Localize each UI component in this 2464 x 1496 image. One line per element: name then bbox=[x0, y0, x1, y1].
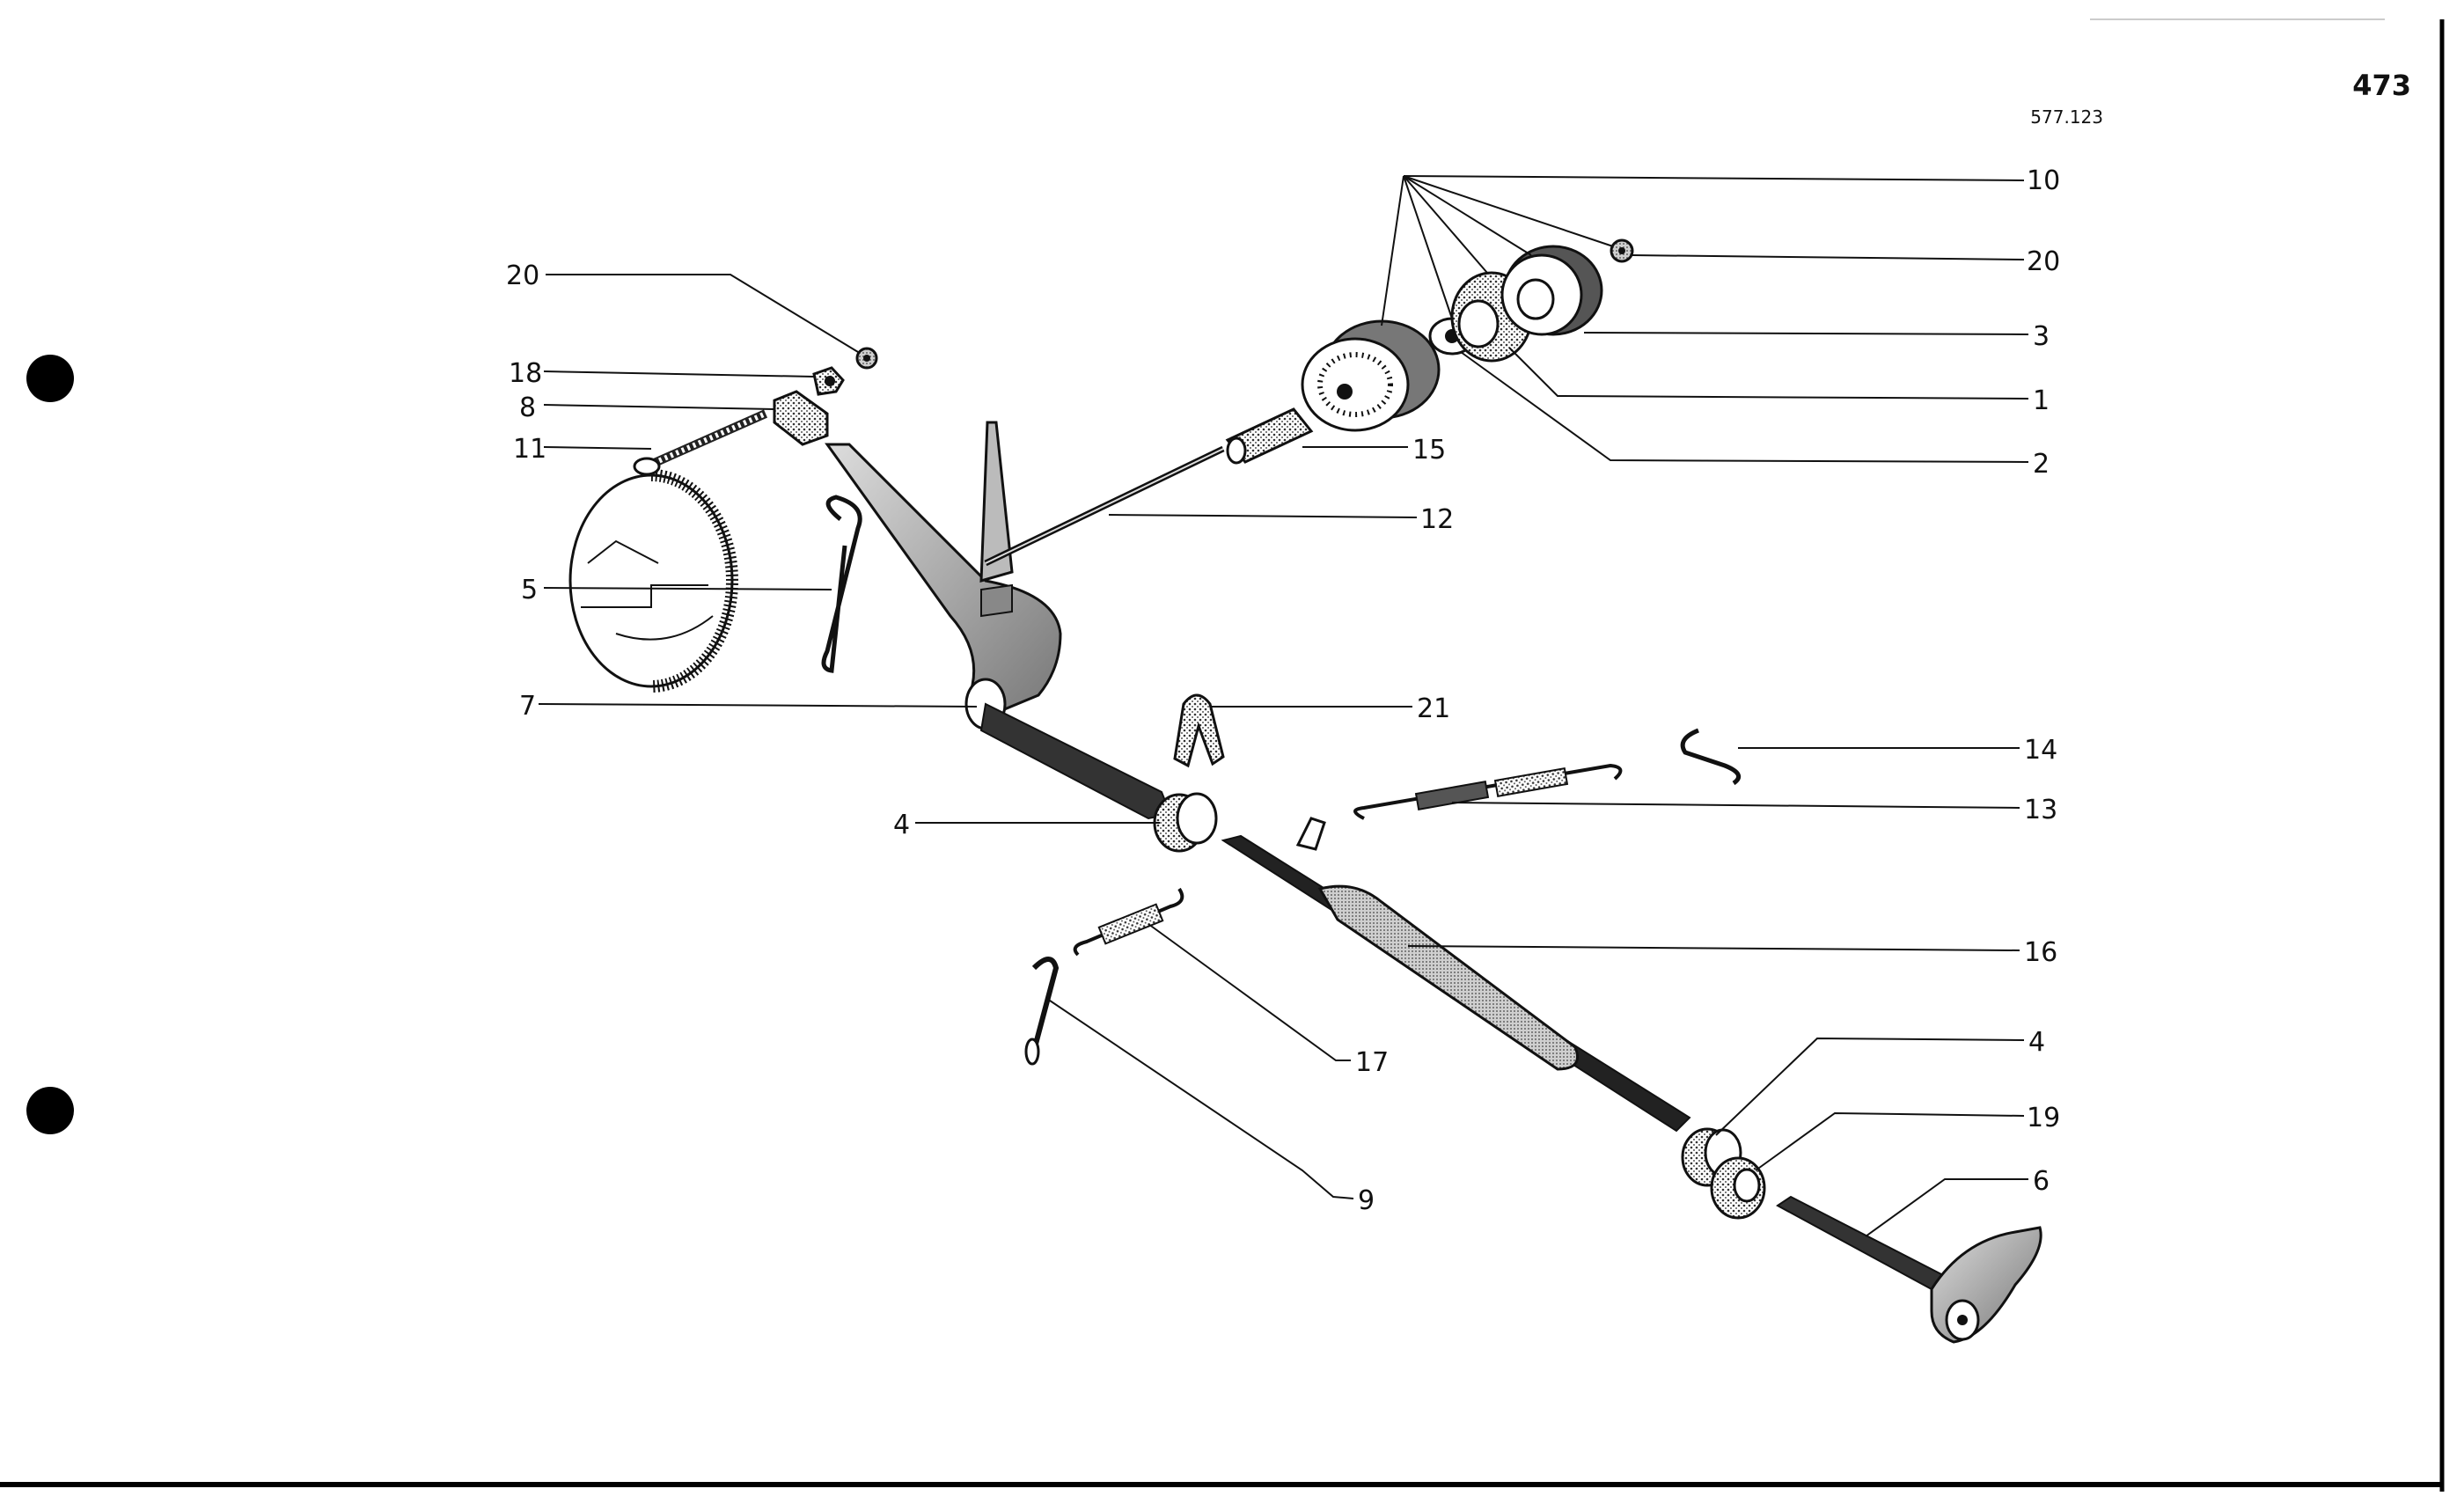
small-bolt bbox=[812, 366, 845, 396]
callout-9: 9 bbox=[1358, 1185, 1375, 1216]
callout-labels: 10 20 3 1 2 15 12 20 18 8 11 5 7 21 14 1… bbox=[506, 165, 2060, 1216]
wire-clip bbox=[821, 495, 862, 673]
rubber-bushing-top bbox=[1153, 792, 1218, 853]
clamp-block bbox=[773, 390, 829, 446]
lower-lever bbox=[1776, 1195, 2042, 1344]
adjusting-screw bbox=[633, 409, 768, 476]
callout-3: 3 bbox=[2033, 321, 2050, 352]
callout-5: 5 bbox=[521, 575, 538, 605]
nut-right bbox=[1610, 238, 1634, 263]
callout-1: 1 bbox=[2033, 385, 2050, 416]
drawing-number: 577.123 bbox=[2030, 106, 2103, 128]
callout-2: 2 bbox=[2033, 449, 2050, 480]
callout-21: 21 bbox=[1417, 693, 1450, 724]
callout-14: 14 bbox=[2024, 735, 2057, 766]
callout-17: 17 bbox=[1355, 1047, 1389, 1078]
threaded-rod-end bbox=[1225, 407, 1314, 465]
callout-18: 18 bbox=[509, 358, 542, 389]
callout-20-left: 20 bbox=[506, 260, 539, 291]
callout-15: 15 bbox=[1412, 435, 1446, 466]
callout-16: 16 bbox=[2024, 937, 2057, 968]
bracket-lever-arm bbox=[825, 421, 1172, 820]
callout-7: 7 bbox=[519, 691, 536, 722]
spring-clip bbox=[1173, 693, 1225, 768]
s-hook bbox=[1680, 728, 1742, 786]
binder-hole-top bbox=[26, 355, 74, 402]
callout-4-bottom: 4 bbox=[2028, 1027, 2045, 1058]
callout-10: 10 bbox=[2027, 165, 2060, 196]
binder-hole-bottom bbox=[26, 1087, 74, 1134]
callout-4-top: 4 bbox=[893, 810, 910, 840]
callout-11: 11 bbox=[513, 434, 546, 465]
tension-rod bbox=[1353, 763, 1623, 820]
callout-12: 12 bbox=[1420, 504, 1454, 535]
leader-lines bbox=[538, 175, 2029, 1237]
main-shaft bbox=[1221, 817, 1691, 1133]
headlamp-housing bbox=[568, 469, 738, 693]
callout-19: 19 bbox=[2027, 1103, 2060, 1133]
callout-8: 8 bbox=[519, 392, 536, 423]
pulley-cap bbox=[1500, 245, 1603, 336]
callout-6: 6 bbox=[2033, 1166, 2050, 1197]
nut-left bbox=[855, 347, 878, 370]
callout-13: 13 bbox=[2024, 795, 2057, 825]
connecting-rod bbox=[984, 445, 1225, 567]
callout-20-right: 20 bbox=[2027, 246, 2060, 277]
pulley-large bbox=[1301, 319, 1441, 432]
page-number: 473 bbox=[2352, 69, 2411, 102]
bushing bbox=[1710, 1156, 1766, 1220]
pivot-pin bbox=[1024, 957, 1060, 1066]
coil-spring bbox=[1073, 887, 1184, 957]
